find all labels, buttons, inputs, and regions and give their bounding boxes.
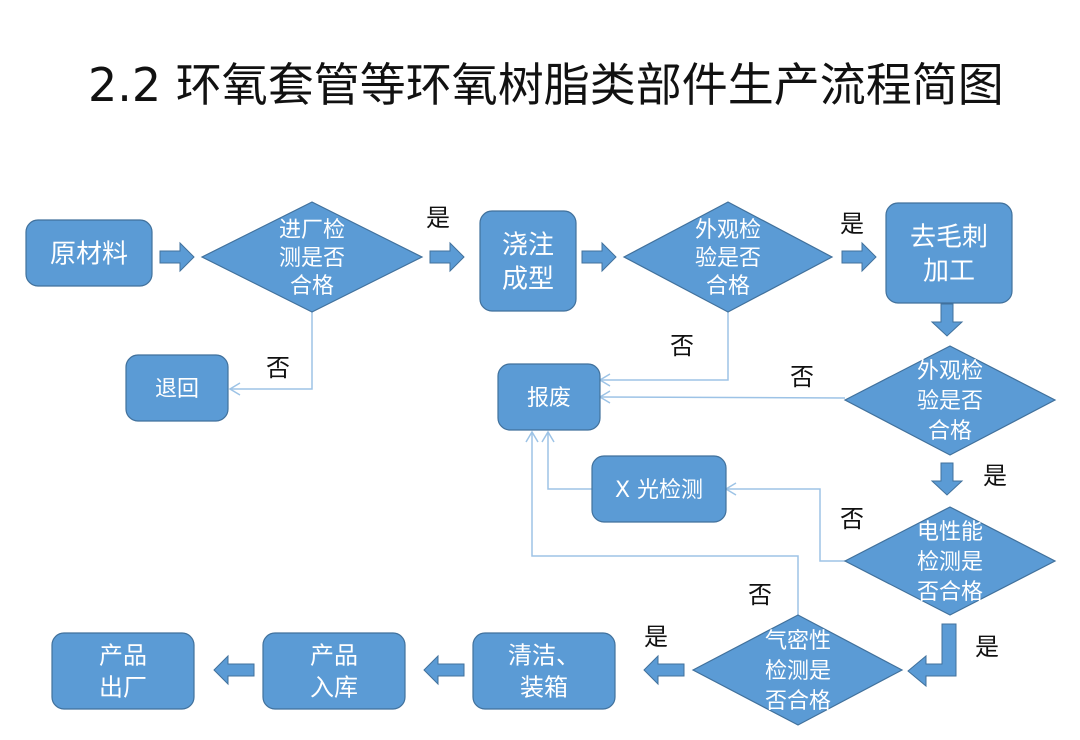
label-visual1-yes: 是 [840,210,864,238]
label-visual2-no: 否 [790,363,814,391]
node-scrap [497,363,601,431]
node-label-airtight-check: 气密性 [765,629,831,654]
node-label-incoming-check: 合格 [290,274,334,299]
node-label-return: 退回 [155,377,199,402]
node-label-raw-material: 原材料 [50,239,128,269]
node-label-deburr: 去毛刺 [910,222,988,252]
node-label-visual-check-1: 外观检 [695,218,761,243]
node-label-clean-pack: 装箱 [520,674,568,702]
arrowhead [525,430,539,443]
node-electrical-check [843,506,1057,616]
node-label-casting: 浇注 [502,230,554,260]
label-airtight-yes: 是 [644,623,668,651]
label-visual2-yes: 是 [983,462,1007,490]
node-visual-check-2 [843,345,1057,456]
node-label-warehouse: 入库 [310,674,358,702]
node-label-airtight-check: 检测是 [765,659,831,684]
block-arrow-right [581,241,617,273]
label-electrical-no: 否 [840,505,864,533]
node-label-visual-check-2: 验是否 [917,389,983,414]
node-label-ship: 产品 [99,642,147,670]
label-airtight-no: 否 [748,581,772,609]
connector-airtight-no-to-scrap [531,432,799,615]
node-label-scrap: 报废 [527,386,571,411]
node-visual-check-1 [622,201,834,313]
label-visual1-no: 否 [670,332,694,360]
node-label-incoming-check: 测是否 [279,246,345,271]
block-arrow-left [213,654,255,686]
node-casting [479,210,577,312]
block-arrow-left [643,654,685,686]
connector-visual1-no-to-scrap [600,312,729,381]
node-label-deburr: 加工 [923,256,975,286]
page-title: 2.2 环氧套管等环氧树脂类部件生产流程简图 [88,58,1004,112]
connector-xray-to-scrap [547,432,592,490]
node-clean-pack [472,632,616,710]
block-arrow-right [429,241,465,273]
block-arrow-left [423,654,465,686]
arrowhead [541,430,555,443]
node-label-visual-check-1: 合格 [706,274,750,299]
label-electrical-yes: 是 [975,633,999,661]
node-label-airtight-check: 否合格 [765,689,831,714]
node-incoming-check [200,201,424,313]
node-xray [591,455,727,523]
node-warehouse [262,632,406,710]
node-return [125,354,229,422]
block-arrow-down [930,462,964,496]
node-label-electrical-check: 否合格 [917,580,983,605]
label-incoming-yes: 是 [426,204,450,232]
connector-electrical-no-to-xray [726,488,845,562]
node-label-electrical-check: 电性能 [917,520,983,545]
node-label-ship: 出厂 [99,674,147,702]
block-arrow-right [841,241,877,273]
node-label-electrical-check: 检测是 [917,550,983,575]
connector-visual2-no-to-scrap [599,396,846,399]
node-label-visual-check-2: 外观检 [917,359,983,384]
label-incoming-no: 否 [266,354,290,382]
connector-incoming-no-to-return [230,312,313,390]
node-label-warehouse: 产品 [310,642,358,670]
block-arrow-bent [907,623,957,688]
node-label-xray: X 光检测 [615,478,703,503]
block-arrow-down [930,303,964,337]
node-label-casting: 成型 [502,264,554,294]
node-label-visual-check-2: 合格 [928,419,972,444]
node-label-visual-check-1: 验是否 [695,246,761,271]
node-label-incoming-check: 进厂检 [279,218,345,243]
arrowhead [228,382,241,396]
node-deburr [885,202,1013,304]
node-label-clean-pack: 清洁、 [508,642,580,670]
node-ship [51,632,195,710]
node-raw-material [25,219,153,287]
block-arrow-right [159,241,195,273]
node-airtight-check [691,614,904,726]
